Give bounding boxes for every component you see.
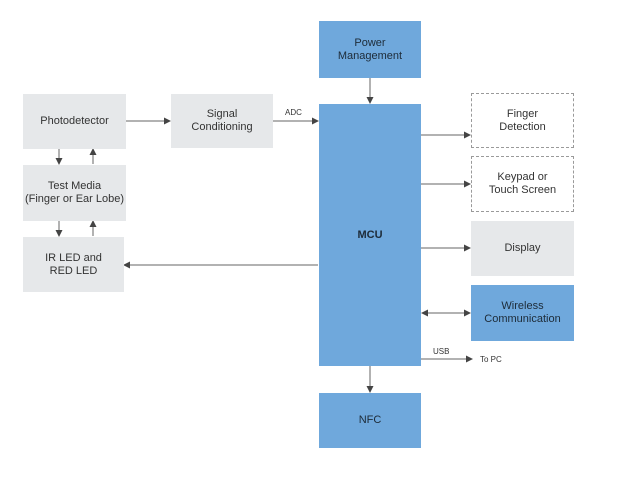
finger-detection-block: Finger Detection: [471, 93, 574, 148]
mcu-block: MCU: [319, 104, 421, 366]
nfc-block: NFC: [319, 393, 421, 448]
ir-led-block: IR LED and RED LED: [23, 237, 124, 292]
keypad-block: Keypad or Touch Screen: [471, 156, 574, 212]
wireless-communication-block: Wireless Communication: [471, 285, 574, 341]
photodetector-block: Photodetector: [23, 94, 126, 149]
to-pc-label: To PC: [480, 355, 502, 364]
signal-conditioning-block: Signal Conditioning: [171, 94, 273, 148]
power-management-block: Power Management: [319, 21, 421, 78]
usb-label: USB: [433, 347, 450, 356]
adc-label: ADC: [285, 108, 302, 117]
test-media-block: Test Media (Finger or Ear Lobe): [23, 165, 126, 221]
display-block: Display: [471, 221, 574, 276]
